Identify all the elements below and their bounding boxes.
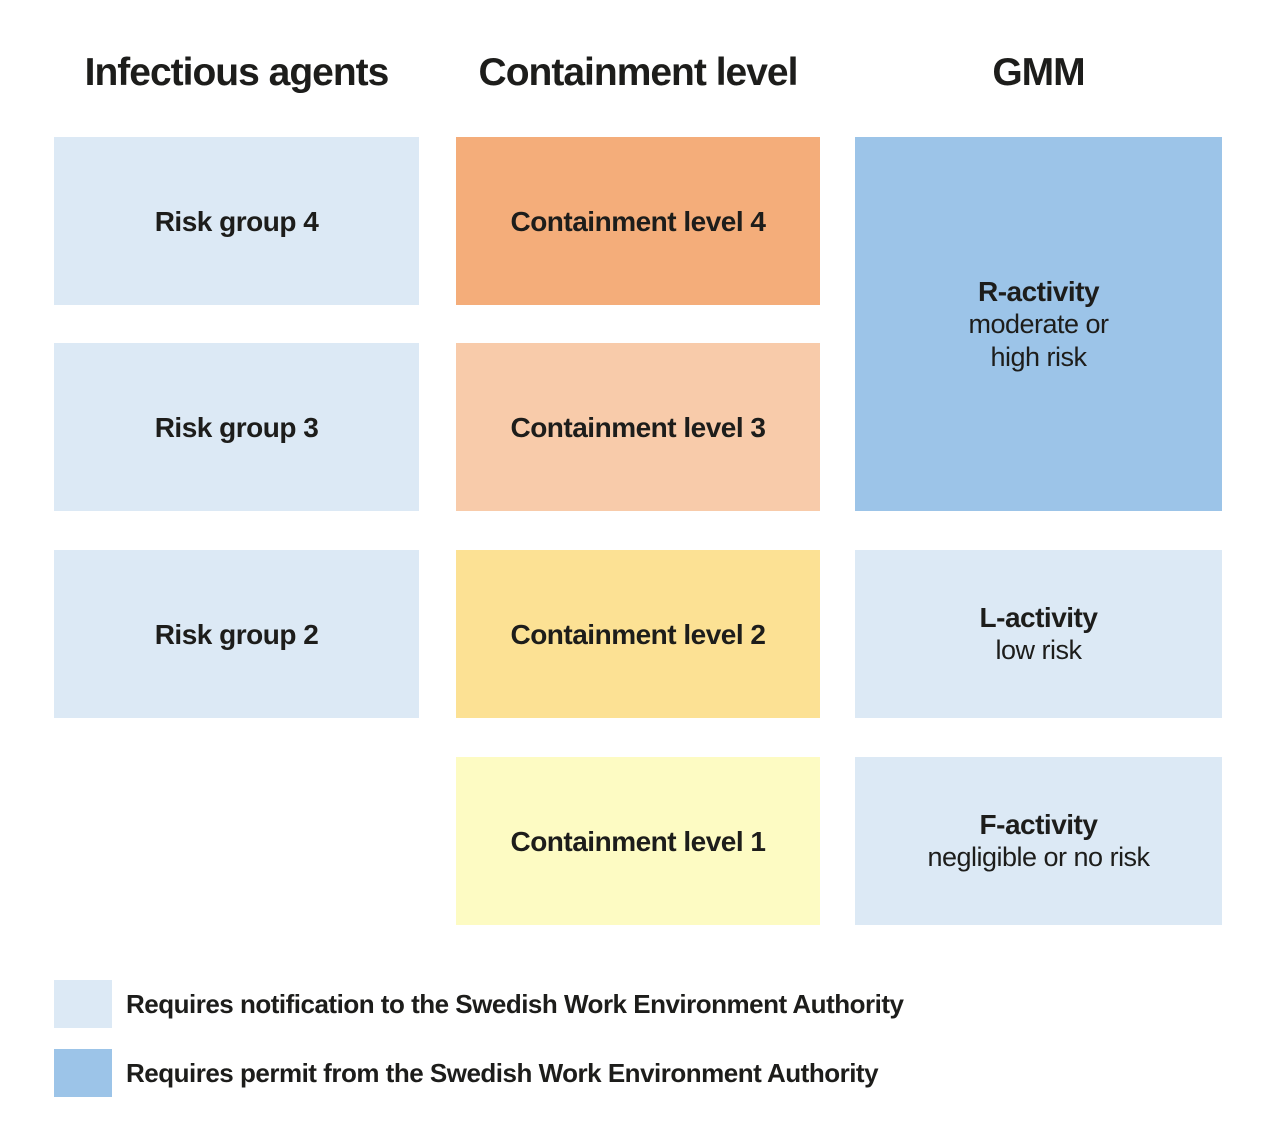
containment-level-4-label: Containment level 4: [510, 205, 766, 237]
containment-level-4-box: Containment level 4: [456, 137, 820, 305]
column-header-gmm: GMM: [992, 51, 1085, 94]
containment-level-2-box: Containment level 2: [456, 550, 820, 718]
column-header-containment-level: Containment level: [478, 51, 799, 94]
r-activity-title: R-activity: [977, 275, 1100, 307]
risk-group-4-box: Risk group 4: [54, 137, 419, 305]
r-activity-risk-line-2: high risk: [990, 341, 1087, 372]
containment-level-1-box: Containment level 1: [456, 757, 820, 925]
containment-level-3-box: Containment level 3: [456, 343, 820, 511]
containment-level-3-label: Containment level 3: [510, 411, 766, 443]
f-activity-box: F-activity negligible or no risk: [855, 757, 1222, 925]
risk-group-4-label: Risk group 4: [154, 205, 319, 237]
f-activity-risk-line: negligible or no risk: [927, 842, 1150, 872]
l-activity-risk-line: low risk: [995, 635, 1082, 665]
containment-level-2-label: Containment level 2: [510, 618, 766, 650]
r-activity-risk-line-1: moderate or: [968, 308, 1109, 339]
legend-label-permit: Requires permit from the Swedish Work En…: [126, 1057, 879, 1088]
l-activity-box: L-activity low risk: [855, 550, 1222, 718]
risk-group-2-label: Risk group 2: [154, 618, 319, 650]
legend-item-notification: Requires notification to the Swedish Wor…: [54, 980, 904, 1028]
risk-group-3-label: Risk group 3: [154, 411, 319, 443]
legend-swatch-notification: [54, 980, 112, 1028]
containment-level-1-label: Containment level 1: [510, 825, 766, 857]
r-activity-box: R-activity moderate or high risk: [855, 137, 1222, 511]
column-header-infectious-agents: Infectious agents: [84, 51, 390, 94]
risk-group-2-box: Risk group 2: [54, 550, 419, 718]
legend-item-permit: Requires permit from the Swedish Work En…: [54, 1049, 879, 1097]
risk-group-3-box: Risk group 3: [54, 343, 419, 511]
legend-swatch-permit: [54, 1049, 112, 1097]
l-activity-title: L-activity: [979, 602, 1098, 633]
legend-label-notification: Requires notification to the Swedish Wor…: [126, 988, 904, 1019]
f-activity-title: F-activity: [979, 809, 1098, 840]
